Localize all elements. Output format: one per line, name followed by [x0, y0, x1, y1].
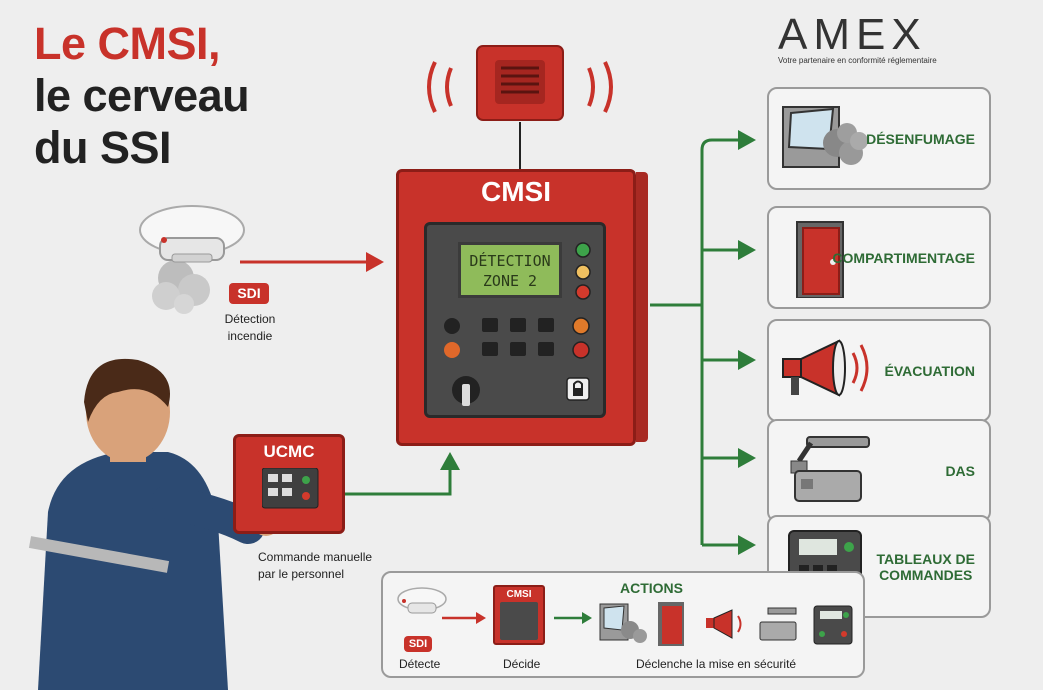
output-label: ÉVACUATION [884, 362, 975, 379]
output-label-line1: TABLEAUX DE [876, 550, 975, 567]
cmsi-controls [444, 242, 591, 406]
ucmc-title: UCMC [263, 442, 315, 461]
fire-door-icon [796, 221, 844, 298]
page-title: Le CMSI, le cerveau du SSI [34, 18, 250, 174]
door-closer-icon [759, 607, 797, 641]
keypad-key[interactable] [482, 318, 498, 332]
control-panel-icon [813, 605, 853, 645]
led-green [575, 242, 591, 258]
ucmc-caption: Commande manuelle par le personnel [258, 549, 378, 583]
megaphone-icon [782, 339, 869, 397]
keypad-key[interactable] [482, 342, 498, 356]
summary-arrow-green [554, 612, 592, 624]
fire-door-icon [658, 602, 684, 646]
step-detecte: Détecte [399, 657, 441, 671]
sdi-badge: SDI [229, 283, 269, 304]
output-card-compartimentage: COMPARTIMENTAGE [767, 206, 991, 309]
sdi-caption-line2: incendie [227, 329, 273, 343]
summary-sdi-badge: SDI [404, 636, 432, 652]
actions-title: ACTIONS [620, 580, 683, 596]
output-label-line2: COMMANDES [879, 566, 973, 583]
step-declenche: Déclenche la mise en sécurité [636, 657, 797, 671]
summary-cmsi-label: CMSI [506, 589, 532, 600]
smoke-detector-icon [139, 205, 245, 314]
title-line-1: Le CMSI, [34, 18, 221, 69]
brand-name: AMEX [778, 10, 927, 59]
summary-cmsi-icon: CMSI [493, 585, 545, 645]
sdi-caption-line1: Détection [224, 312, 276, 326]
title-line-2: le cerveau [34, 70, 250, 121]
window-smoke-icon [782, 106, 868, 168]
siren-icon [427, 45, 613, 121]
ucmc-panel [233, 434, 345, 534]
button-black[interactable] [444, 318, 460, 334]
cmsi-title: CMSI [481, 176, 551, 207]
output-label: DÉSENFUMAGE [866, 130, 975, 147]
summary-action-icons [599, 602, 853, 646]
output-card-das: DAS [767, 419, 991, 522]
brand-tagline: Votre partenaire en conformité réglement… [778, 56, 937, 65]
cmsi-screen: DÉTECTION ZONE 2 [458, 242, 562, 298]
ucmc-keypad [262, 468, 319, 509]
output-label: DAS [945, 462, 975, 479]
sdi-caption: Détection incendie [205, 311, 295, 345]
megaphone-icon [706, 609, 742, 639]
brand-logo: AMEX Votre partenaire en conformité régl… [778, 10, 978, 65]
screen-line1: DÉTECTION [469, 252, 551, 270]
keypad-key[interactable] [538, 318, 554, 332]
button-amber[interactable] [572, 317, 590, 335]
led-red [575, 284, 591, 300]
led-yellow [575, 264, 591, 280]
technician-figure [28, 358, 280, 690]
output-label: TABLEAUX DE COMMANDES [876, 517, 975, 616]
ucmc-caption-line1: Commande manuelle [258, 550, 373, 564]
button-red[interactable] [572, 341, 590, 359]
door-closer-icon [790, 436, 870, 502]
keypad-key[interactable] [510, 342, 526, 356]
output-label: COMPARTIMENTAGE [832, 249, 975, 266]
keypad-key[interactable] [538, 342, 554, 356]
summary-detector-icon [397, 587, 447, 614]
summary-arrow-red [442, 612, 486, 624]
output-card-evacuation: ÉVACUATION [767, 319, 991, 422]
window-smoke-icon [599, 603, 647, 643]
screen-line2: ZONE 2 [482, 272, 538, 290]
button-orange[interactable] [444, 342, 460, 358]
output-card-desenfumage: DÉSENFUMAGE [767, 87, 991, 190]
title-line-3: du SSI [34, 122, 172, 173]
step-decide: Décide [503, 657, 541, 671]
cmsi-panel-side [636, 172, 648, 442]
keypad-key[interactable] [510, 318, 526, 332]
ucmc-caption-line2: par le personnel [258, 567, 345, 581]
